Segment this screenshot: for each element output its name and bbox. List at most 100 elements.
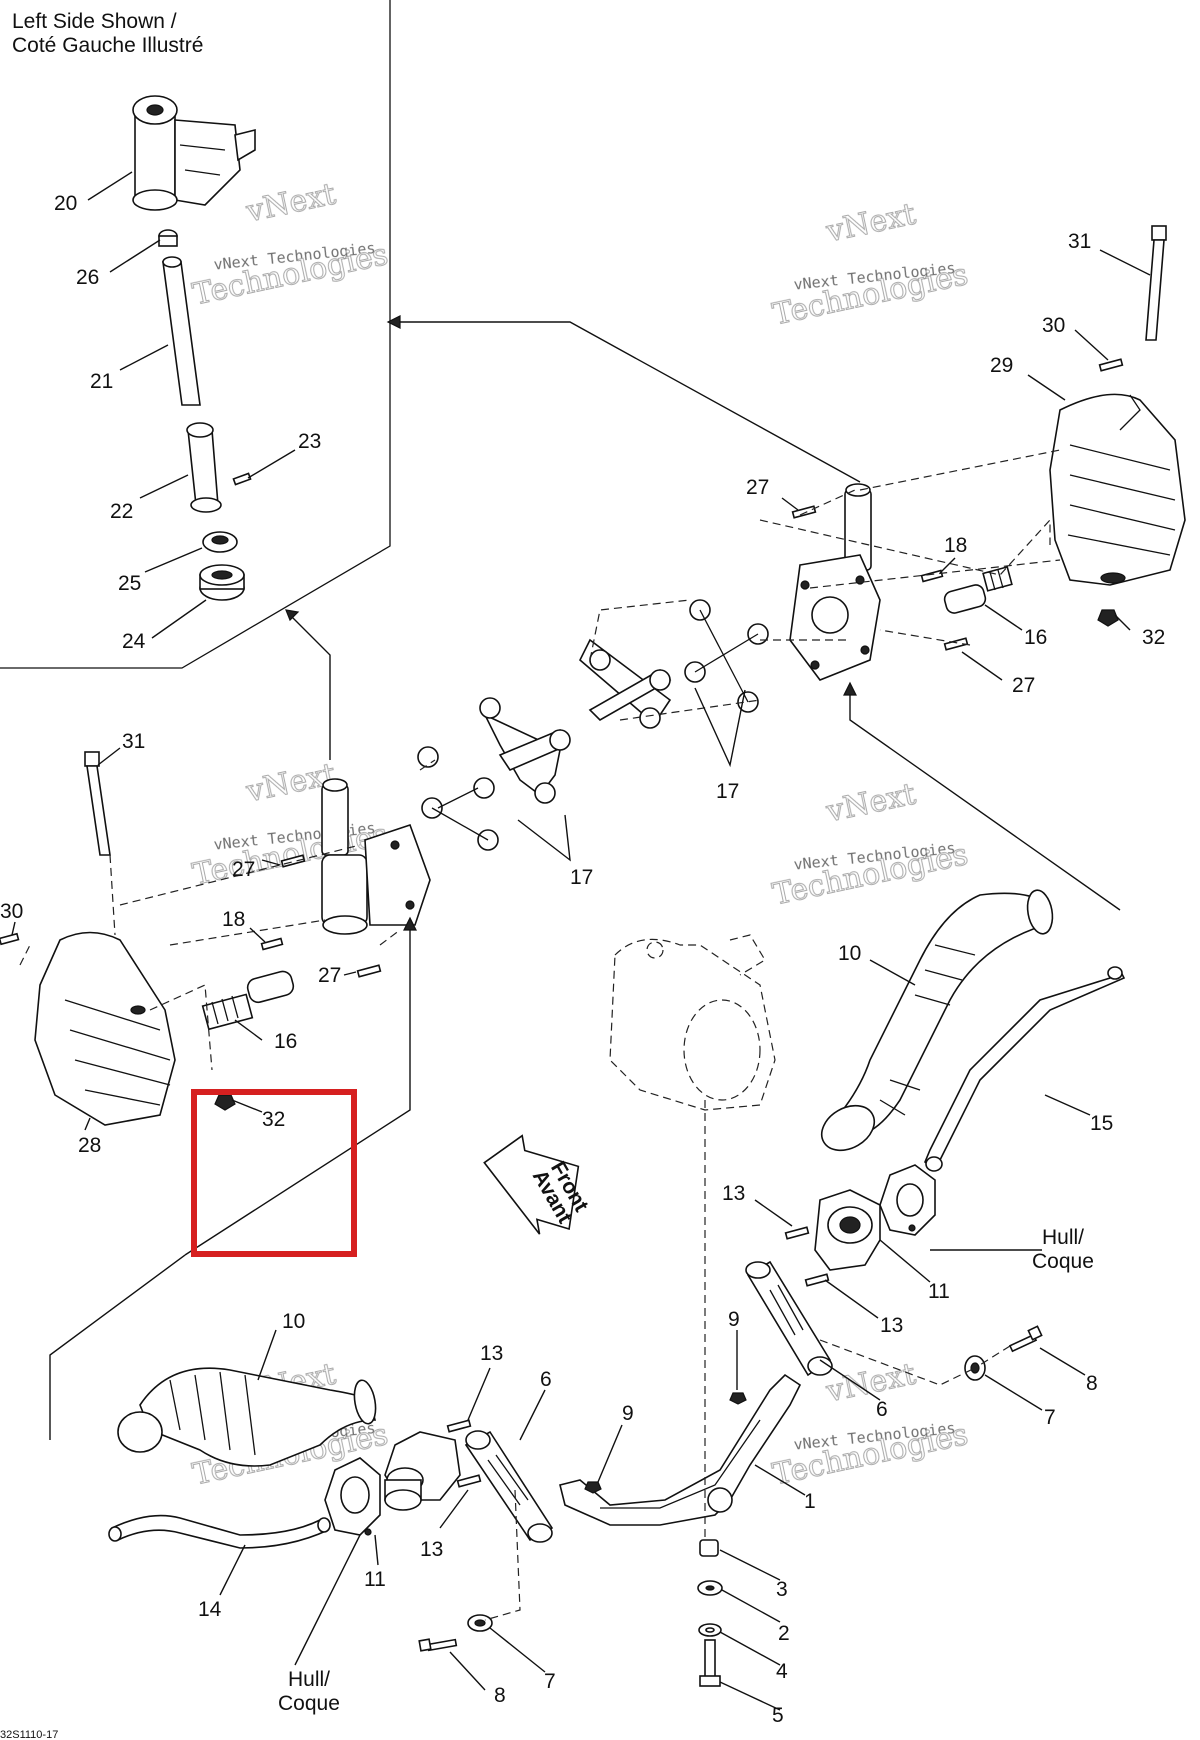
callout-27-right-lower: 27: [1012, 674, 1035, 697]
part-13-bolts-right: [784, 1226, 830, 1287]
callout-14: 14: [198, 1598, 222, 1621]
part-3-spacer: [699, 1539, 719, 1557]
part-1-tie-bar: [559, 1373, 802, 1526]
part-7-washer-left: [467, 1614, 493, 1632]
part-10-hose-right: [820, 889, 1054, 1152]
reference-arrows: [49, 315, 1121, 1440]
callout-25: 25: [118, 572, 141, 595]
part-30-bolt-right: [1098, 358, 1124, 372]
callout-28: 28: [78, 1134, 101, 1157]
callout-13-right-lower: 13: [880, 1314, 903, 1337]
assembly-phantom-lines: [19, 449, 1061, 1621]
part-5-bolt: [699, 1639, 721, 1687]
callout-15: 15: [1090, 1112, 1113, 1135]
callout-4: 4: [776, 1660, 788, 1683]
part-26-cap: [158, 229, 178, 247]
part-steering-arm-left: [321, 778, 431, 935]
part-14-tube: [108, 1514, 331, 1549]
part-17-coupler-left: [417, 697, 571, 851]
part-31-bolt-left: [84, 751, 111, 856]
part-21-tube: [162, 256, 201, 406]
part-24-nut: [199, 564, 245, 601]
callout-22: 22: [110, 500, 133, 523]
part-28-cover: [34, 931, 176, 1126]
part-steering-arm-right: [789, 483, 881, 681]
part-18-pin-right: [920, 569, 944, 583]
hull-label-left: Hull/ Coque: [278, 1668, 340, 1715]
callout-6-left: 6: [540, 1368, 552, 1391]
part-6-link-left: [464, 1430, 554, 1543]
callout-24: 24: [122, 630, 146, 653]
callout-31-left: 31: [122, 730, 145, 753]
hull-label-right: Hull/ Coque: [1032, 1226, 1094, 1273]
drawing-code: 32S1110-17: [0, 1729, 58, 1740]
callout-1: 1: [804, 1490, 816, 1513]
part-30-bolt-left: [0, 932, 20, 946]
callout-6-right: 6: [876, 1398, 888, 1421]
part-17-coupler-right: [579, 599, 769, 729]
part-32-nut-right: [1097, 609, 1119, 627]
part-nozzle-phantom: [609, 934, 776, 1111]
part-27-bolt-right-upper: [791, 505, 817, 519]
callout-18-left: 18: [222, 908, 245, 931]
callout-32-left: 32: [262, 1108, 285, 1131]
inset-title-line2: Coté Gauche Illustré: [12, 34, 203, 57]
callout-20: 20: [54, 192, 77, 215]
callout-labels: 20 26 21 23 22 25 24 31 30 29 27 18 16 3…: [0, 192, 1165, 1727]
inset-title-line1: Left Side Shown /: [12, 10, 177, 33]
callout-29: 29: [990, 354, 1013, 377]
callout-leaders: [11, 171, 1151, 1711]
part-15-tube: [924, 966, 1126, 1172]
callout-10-left: 10: [282, 1310, 305, 1333]
watermark-line1: vNext: [823, 777, 919, 830]
watermark-group: vNext vNext Technologies Technologies vN…: [189, 176, 971, 1493]
callout-23: 23: [298, 430, 321, 453]
part-11-fitting-right: [814, 1164, 936, 1271]
callout-16-left: 16: [274, 1030, 297, 1053]
front-direction-arrow: Front Avant: [483, 1134, 593, 1235]
watermark-line1: vNext: [823, 197, 919, 250]
part-27-bolt-right-lower: [943, 637, 969, 651]
callout-32-right: 32: [1142, 626, 1165, 649]
part-16-spline-left: [201, 970, 295, 1031]
part-10-hose-left: [117, 1367, 377, 1467]
part-8-bolt-left: [418, 1638, 458, 1652]
watermark-line1: vNext: [823, 1357, 919, 1410]
part-23-pin: [232, 472, 252, 486]
callout-18-right: 18: [944, 534, 967, 557]
part-25-ring: [202, 531, 238, 553]
part-27-bolt-left-upper: [280, 854, 306, 868]
callout-3: 3: [776, 1578, 788, 1601]
watermark-line1: vNext: [243, 177, 339, 230]
part-4-washer: [698, 1623, 722, 1637]
callout-8-left: 8: [494, 1684, 506, 1707]
callout-17-right: 17: [716, 780, 739, 803]
callout-26: 26: [76, 266, 99, 289]
callout-11-left: 11: [364, 1568, 386, 1591]
callout-31-right: 31: [1068, 230, 1091, 253]
callout-7-left: 7: [544, 1670, 556, 1693]
part-32-nut-left: [214, 1094, 236, 1111]
hull-label-right-line1: Hull/: [1042, 1226, 1084, 1249]
part-20-bracket: [132, 95, 256, 211]
callout-11-right: 11: [928, 1280, 950, 1303]
callout-9-right: 9: [728, 1308, 740, 1331]
callout-7-right: 7: [1044, 1406, 1056, 1429]
part-29-cover: [1049, 393, 1186, 586]
hull-label-left-line1: Hull/: [288, 1668, 330, 1691]
callout-13-left-lower: 13: [420, 1538, 443, 1561]
callout-8-right: 8: [1086, 1372, 1098, 1395]
callout-9-left: 9: [622, 1402, 634, 1425]
callout-21: 21: [90, 370, 113, 393]
inset-frame: Left Side Shown / Coté Gauche Illustré: [0, 0, 391, 669]
part-22-bushing: [186, 422, 222, 513]
part-27-bolt-left-lower: [356, 964, 382, 978]
part-8-bolt-right: [1008, 1325, 1043, 1353]
callout-10-right: 10: [838, 942, 861, 965]
hull-label-right-line2: Coque: [1032, 1250, 1094, 1273]
callout-13-right-upper: 13: [722, 1182, 745, 1205]
highlight-box: [191, 1089, 357, 1257]
callout-16-right: 16: [1024, 626, 1047, 649]
part-9-nut: [584, 1392, 747, 1494]
